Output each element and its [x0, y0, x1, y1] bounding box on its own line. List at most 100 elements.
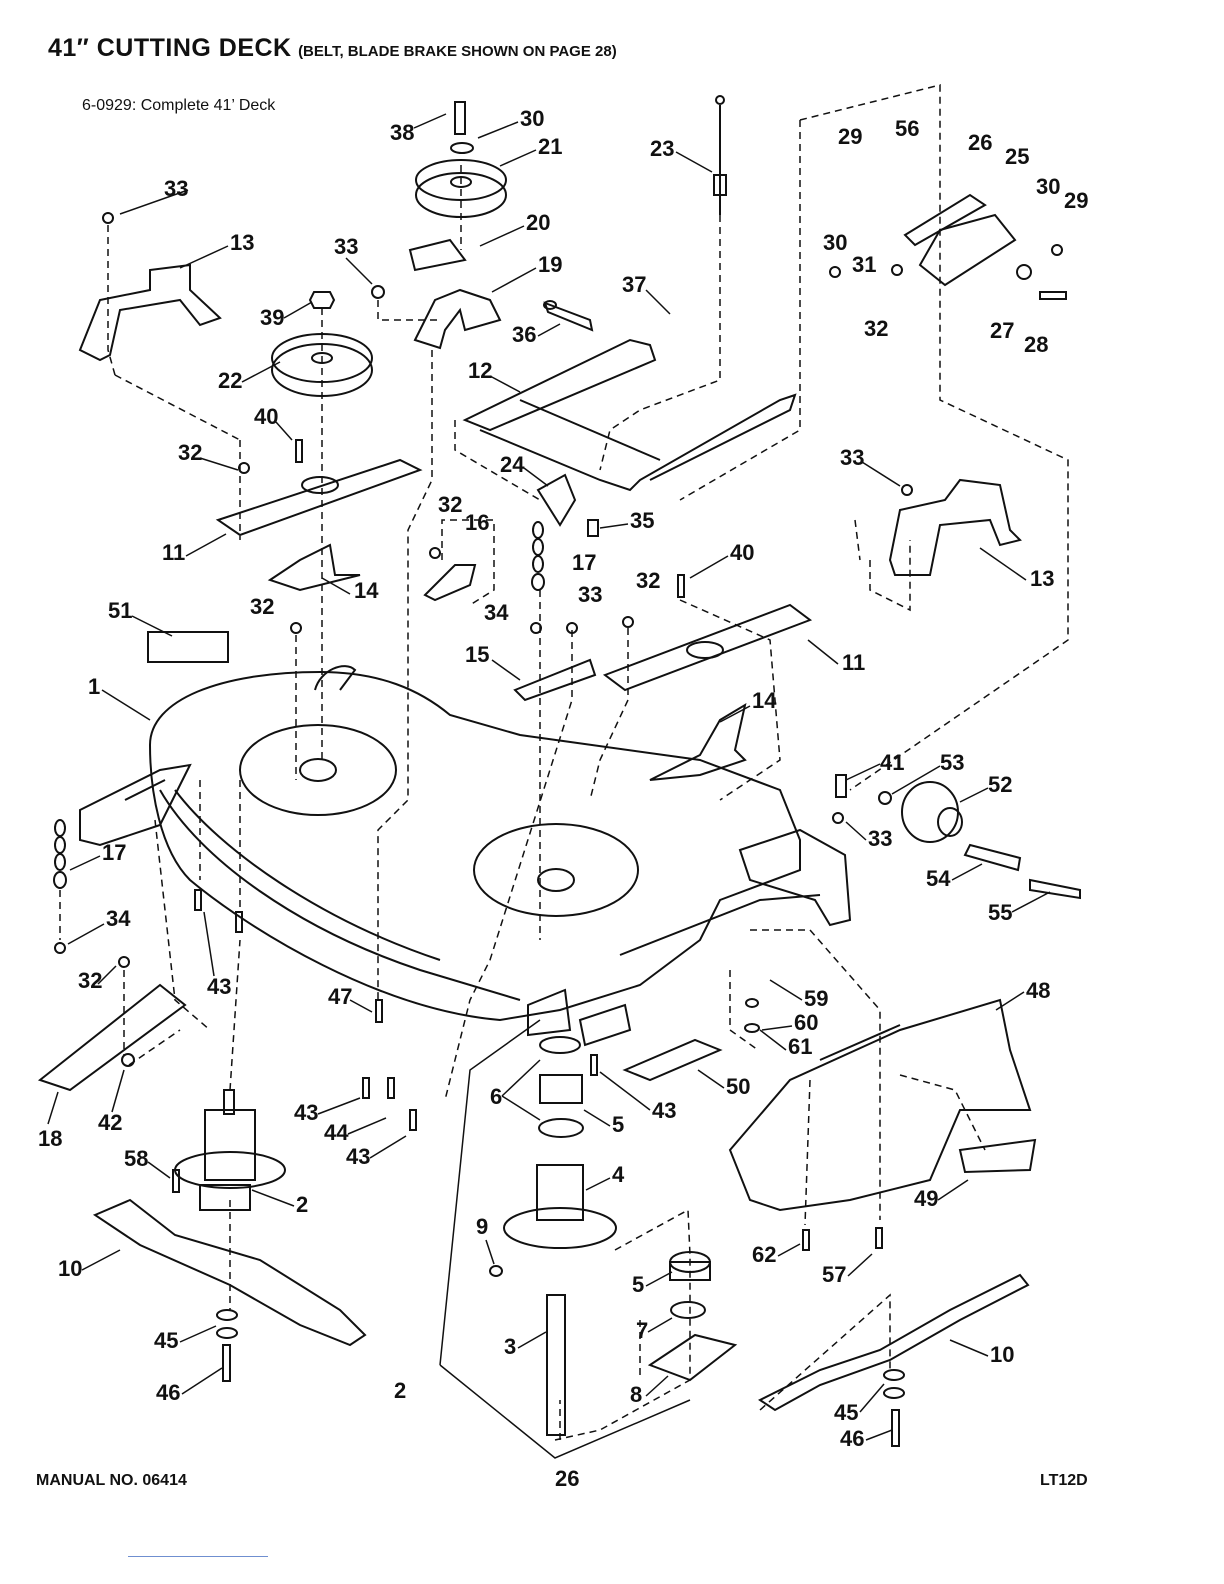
model-code: LT12D: [1040, 1472, 1088, 1489]
callout-22: 22: [218, 368, 242, 393]
callout-30: 30: [823, 230, 847, 255]
lift-rod-12: [462, 338, 797, 492]
callout-5: 5: [632, 1272, 644, 1297]
callout-59: 59: [804, 986, 828, 1011]
belt-guide-14-right: [649, 702, 747, 781]
callout-17: 17: [572, 550, 596, 575]
callout-10: 10: [990, 1342, 1014, 1367]
callout-40: 40: [254, 404, 278, 429]
callout-19: 19: [538, 252, 562, 277]
callout-62: 62: [752, 1242, 776, 1267]
callout-32: 32: [178, 440, 202, 465]
callout-43: 43: [652, 1098, 676, 1123]
blade-10-right: [758, 1273, 1030, 1412]
callout-11: 11: [162, 540, 185, 565]
link-15: [513, 658, 597, 702]
callout-33: 33: [840, 445, 864, 470]
rod-23: [713, 95, 727, 215]
callout-20: 20: [526, 210, 550, 235]
spindle-bracket-11-left: [215, 458, 423, 537]
callout-61: 61: [788, 1034, 812, 1059]
hanger-24: [536, 473, 577, 527]
callout-35: 35: [630, 508, 654, 533]
callout-32: 32: [78, 968, 102, 993]
callout-47: 47: [328, 984, 352, 1009]
discharge-chute-48: [728, 998, 1037, 1212]
callout-33: 33: [334, 234, 358, 259]
callout-31: 31: [852, 252, 876, 277]
callout-43: 43: [207, 974, 231, 999]
hardware: [54, 212, 1067, 1447]
callout-53: 53: [940, 750, 964, 775]
callout-33: 33: [868, 826, 892, 851]
callout-13: 13: [1030, 566, 1054, 591]
callout-32: 32: [636, 568, 660, 593]
callout-44: 44: [324, 1120, 349, 1145]
callout-32: 32: [250, 594, 274, 619]
callout-48: 48: [1026, 978, 1050, 1003]
callout-11: 11: [842, 650, 865, 675]
link-underline: [128, 1556, 268, 1557]
subtitle: 6-0929: Complete 41’ Deck: [82, 97, 276, 114]
callout-34: 34: [484, 600, 509, 625]
callout-39: 39: [260, 305, 284, 330]
callout-23: 23: [650, 136, 674, 161]
mount-bracket-13-right: [888, 478, 1022, 576]
callout-1: 1: [88, 674, 100, 699]
bearing-parts-5-7-8: [647, 1251, 738, 1382]
callout-13: 13: [230, 230, 254, 255]
idler-pulley-21: [415, 101, 507, 218]
callout-43: 43: [346, 1144, 370, 1169]
callout-6: 6: [490, 1084, 502, 1109]
callout-27: 27: [990, 318, 1014, 343]
bracket-18: [37, 983, 187, 1092]
callout-16: 16: [465, 510, 489, 535]
spindle-assembly: [503, 1036, 617, 1436]
mount-bracket-13-left: [78, 263, 222, 362]
callout-60: 60: [794, 1010, 818, 1035]
title-main: 41″ CUTTING DECK: [48, 34, 292, 62]
callout-32: 32: [438, 492, 462, 517]
callout-3: 3: [504, 1334, 516, 1359]
callout-17: 17: [102, 840, 126, 865]
callout-46: 46: [156, 1380, 180, 1405]
deck-shell: [79, 665, 852, 1047]
callout-45: 45: [834, 1400, 858, 1425]
callout-29: 29: [838, 124, 862, 149]
decal-50: [622, 1038, 723, 1082]
callout-55: 55: [988, 900, 1012, 925]
decal-51: [147, 631, 229, 663]
callout-labels: 38 30 21 23 29 56 26 25 30 29 30 31 32 2…: [38, 106, 1088, 1451]
callout-7: 7: [636, 1318, 648, 1343]
title-note: (BELT, BLADE BRAKE SHOWN ON PAGE 28): [298, 43, 617, 60]
callout-37: 37: [622, 272, 646, 297]
callout-43: 43: [294, 1100, 318, 1125]
callout-4: 4: [612, 1162, 625, 1187]
bracket-16: [423, 564, 477, 602]
callout-25: 25: [1005, 144, 1029, 169]
spindle-housing-2-left: [174, 1089, 286, 1211]
callout-24: 24: [500, 452, 525, 477]
callout-38: 38: [390, 120, 414, 145]
callout-leaders: [47, 113, 1051, 1441]
callout-52: 52: [988, 772, 1012, 797]
callout-41: 41: [880, 750, 904, 775]
callout-30: 30: [1036, 174, 1060, 199]
callout-54: 54: [926, 866, 951, 891]
callout-26: 26: [968, 130, 992, 155]
callout-45: 45: [154, 1328, 178, 1353]
callout-34: 34: [106, 906, 131, 931]
pin-36: [543, 300, 594, 332]
blade-10-left: [92, 1198, 367, 1347]
callout-30: 30: [520, 106, 544, 131]
callout-21: 21: [538, 134, 562, 159]
belt-guide-14-left: [267, 543, 361, 592]
callout-14: 14: [354, 578, 379, 603]
idler-arm-19-20: [408, 238, 502, 350]
spindle-bracket-11-right: [602, 603, 813, 692]
page-title: 41″ CUTTING DECK (BELT, BLADE BRAKE SHOW…: [48, 34, 617, 63]
callout-33: 33: [578, 582, 602, 607]
leader-lines: [439, 1019, 691, 1459]
callout-50: 50: [726, 1074, 750, 1099]
